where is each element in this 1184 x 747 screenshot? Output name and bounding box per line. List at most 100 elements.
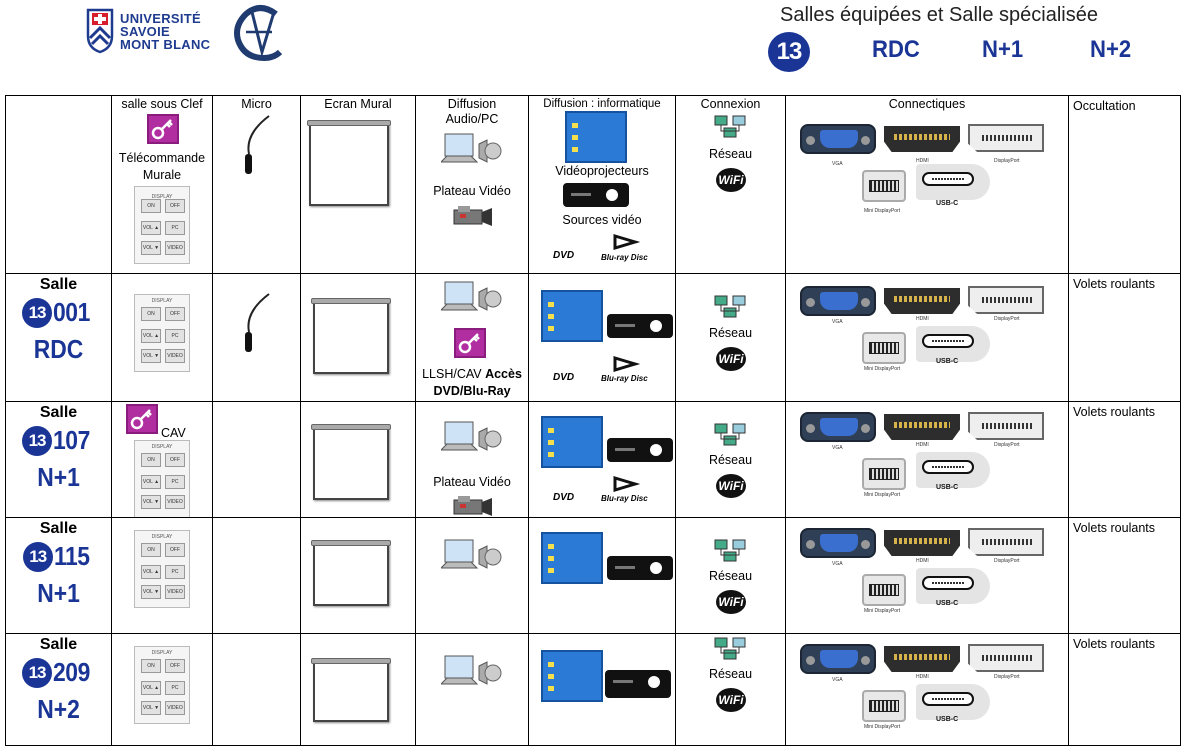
ecran-cell xyxy=(300,401,416,518)
mdp-label: Mini DisplayPort xyxy=(864,208,901,214)
displayport-icon xyxy=(968,412,1044,440)
wifi-icon: WiFi xyxy=(716,590,746,614)
screen-icon xyxy=(311,658,391,722)
usb-c-port-icon xyxy=(916,164,990,200)
network-icon xyxy=(714,539,746,562)
room-num: 107 xyxy=(53,425,90,455)
vga-label: VGA xyxy=(832,445,843,451)
keypad-key: VOL ▼ xyxy=(141,701,161,715)
keypad-title: DISPLAY xyxy=(151,534,173,540)
room-level: RDC xyxy=(33,334,84,364)
micro-cell xyxy=(212,517,301,634)
room-level: N+1 xyxy=(37,462,80,492)
displayport-icon xyxy=(968,528,1044,556)
col-occultation: Occultation xyxy=(1068,95,1181,274)
diffusion-info-cell: DVD Blu-ray Disc xyxy=(528,401,676,518)
diffusion-info-cell xyxy=(528,633,676,746)
room-salle-label: Salle xyxy=(39,404,78,421)
laptop-speaker-icon xyxy=(441,539,502,569)
vga-port-icon xyxy=(800,528,876,558)
col-connectiques-label: Connectiques xyxy=(888,97,966,111)
mdp-label: Mini DisplayPort xyxy=(864,608,901,614)
col-diffusion-info: Diffusion : informatique Vidéoprojecteur… xyxy=(528,95,676,274)
room-badge: 13 xyxy=(22,297,53,328)
usbc-label: USB-C xyxy=(936,716,959,723)
mdp-label: Mini DisplayPort xyxy=(864,492,901,498)
hdmi-port-icon xyxy=(884,126,960,152)
room-level: N+2 xyxy=(37,694,80,724)
keypad-key: VOL ▲ xyxy=(141,475,161,489)
usb-c-port-icon xyxy=(916,684,990,720)
bluray-logo-icon: Blu-ray Disc xyxy=(601,494,648,503)
keypad-title: DISPLAY xyxy=(151,194,173,200)
reseau-label: Réseau xyxy=(708,569,753,583)
keypad-key: PC xyxy=(165,681,185,695)
wifi-icon: WiFi xyxy=(716,688,746,712)
page-title: Salles équipées et Salle spécialisée xyxy=(780,4,1098,26)
plateau-label: Plateau Vidéo xyxy=(433,184,511,198)
mini-displayport-icon xyxy=(862,170,906,202)
screen-icon xyxy=(311,540,391,606)
projector-icon xyxy=(563,183,629,207)
level-legend: 13 RDC N+1 N+2 xyxy=(768,32,1158,72)
mini-displayport-icon xyxy=(862,690,906,722)
vga-label: VGA xyxy=(832,677,843,683)
screen-icon xyxy=(311,298,391,374)
diffusion-info-cell: DVD Blu-ray Disc xyxy=(528,273,676,402)
keypad-title: DISPLAY xyxy=(151,298,173,304)
dvd-logo-icon: DVD xyxy=(553,250,575,261)
room-badge: 13 xyxy=(22,657,53,688)
laptop-speaker-icon xyxy=(441,655,502,685)
diffusion-access-bold: Accès DVD/Blu-Ray xyxy=(433,367,522,398)
keypad-key: OFF xyxy=(165,659,185,673)
keypad-key: VOL ▼ xyxy=(141,241,161,255)
mdp-label: Mini DisplayPort xyxy=(864,724,901,730)
connexion-cell: Réseau WiFi xyxy=(675,517,786,634)
screen-share-icon xyxy=(541,290,603,342)
col-clef-label: salle sous Clef xyxy=(121,97,203,111)
key-icon xyxy=(147,114,179,144)
connexion-cell: Réseau WiFi xyxy=(675,401,786,518)
keypad-key: VOL ▼ xyxy=(141,349,161,363)
building-badge: 13 xyxy=(768,32,810,72)
laptop-speaker-icon xyxy=(441,421,502,451)
keypad-key: ON xyxy=(141,659,161,673)
usbc-label: USB-C xyxy=(936,358,959,365)
micro-cell xyxy=(212,633,301,746)
keypad-key: VOL ▲ xyxy=(141,221,161,235)
usb-c-port-icon xyxy=(916,568,990,604)
videoprojecteurs-label: Vidéoprojecteurs xyxy=(555,164,649,178)
room-num: 209 xyxy=(53,657,90,687)
plateau-label: Plateau Vidéo xyxy=(433,475,511,489)
col-diffusion: Diffusion Audio/PC Plateau Vidéo xyxy=(415,95,529,274)
diffusion-cell: LLSH/CAV Accès DVD/Blu-Ray xyxy=(415,273,529,402)
diffusion-info-cell xyxy=(528,517,676,634)
col-occultation-label: Occultation xyxy=(1073,99,1136,113)
usb-c-port-icon xyxy=(916,452,990,488)
screen-share-icon xyxy=(565,111,627,163)
hdmi-label: HDMI xyxy=(916,674,929,680)
usb-c-port-icon xyxy=(916,326,990,362)
hdmi-port-icon xyxy=(884,530,960,556)
keypad-key: VOL ▼ xyxy=(141,495,161,509)
key-icon xyxy=(454,328,486,358)
projector-icon xyxy=(607,556,673,580)
hdmi-label: HDMI xyxy=(916,158,929,164)
occultation-cell: Volets roulants xyxy=(1068,401,1181,518)
vga-label: VGA xyxy=(832,561,843,567)
legend-row: salle sous Clef Télécommande Murale DISP… xyxy=(5,95,1181,274)
dp-label: DisplayPort xyxy=(994,316,1020,322)
diffusion-cell xyxy=(415,517,529,634)
connexion-cell: Réseau WiFi xyxy=(675,633,786,746)
screen-icon xyxy=(311,424,391,500)
